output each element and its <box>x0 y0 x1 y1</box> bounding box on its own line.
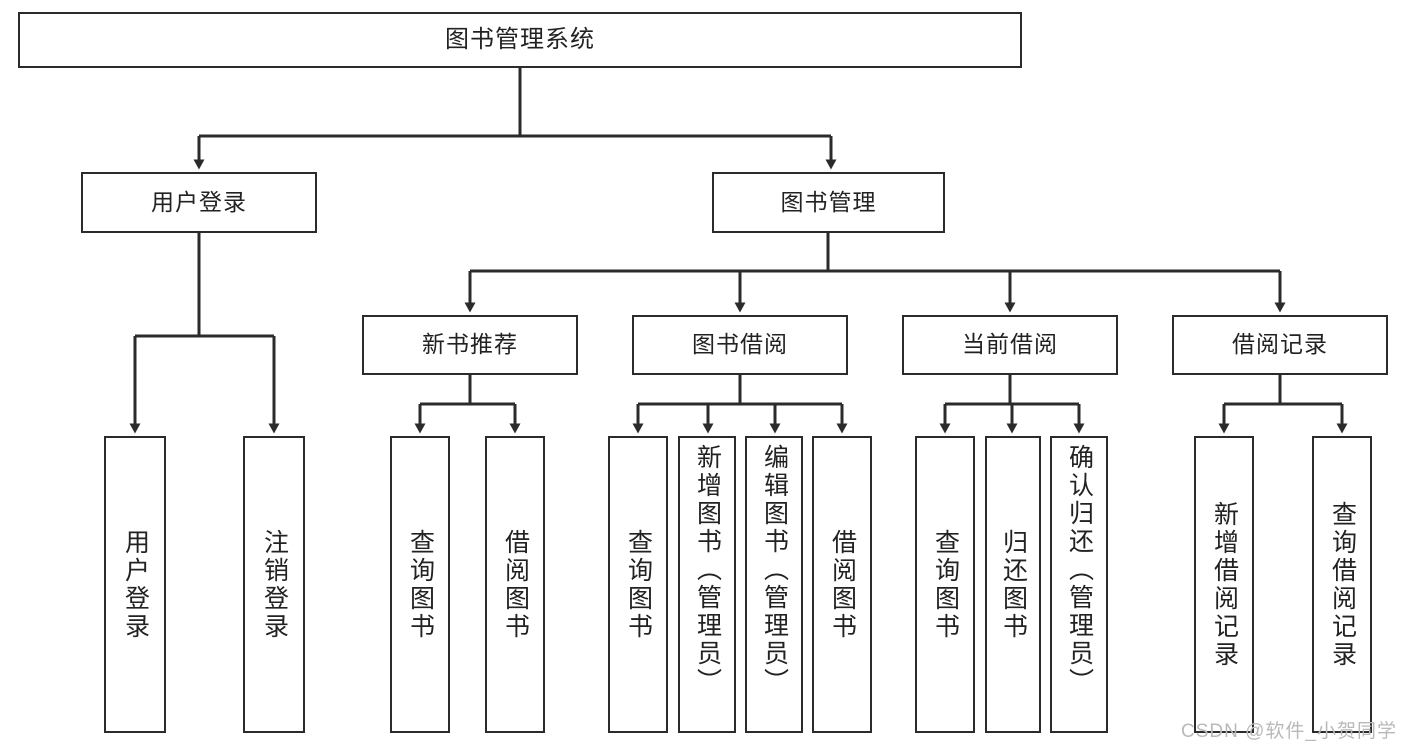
node-leaf-query-book-1-label: 查询图书 <box>406 528 435 641</box>
node-leaf-confirm-return[interactable]: 确认归还（管理员） <box>1050 436 1108 733</box>
node-book-borrow-label: 图书借阅 <box>692 331 788 358</box>
node-leaf-add-book[interactable]: 新增图书（管理员） <box>678 436 736 733</box>
node-leaf-borrow-book-1[interactable]: 借阅图书 <box>485 436 545 733</box>
node-leaf-query-record[interactable]: 查询借阅记录 <box>1312 436 1372 733</box>
node-borrow-record[interactable]: 借阅记录 <box>1172 315 1388 375</box>
node-leaf-borrow-book-1-label: 借阅图书 <box>501 528 530 641</box>
node-root-label: 图书管理系统 <box>445 25 595 53</box>
node-book-management-label: 图书管理 <box>780 188 877 215</box>
node-borrow-record-label: 借阅记录 <box>1232 331 1328 358</box>
node-book-borrow[interactable]: 图书借阅 <box>632 315 848 375</box>
node-leaf-query-book-2[interactable]: 查询图书 <box>608 436 668 733</box>
node-current-borrow[interactable]: 当前借阅 <box>902 315 1118 375</box>
node-leaf-logout-label: 注销登录 <box>260 528 289 641</box>
node-user-login-label: 用户登录 <box>151 188 247 215</box>
node-leaf-query-record-label: 查询借阅记录 <box>1328 500 1357 669</box>
node-new-book-recommend[interactable]: 新书推荐 <box>362 315 578 375</box>
node-leaf-edit-book-label: 编辑图书（管理员） <box>760 444 789 696</box>
node-root[interactable]: 图书管理系统 <box>18 12 1022 68</box>
node-leaf-confirm-return-label: 确认归还（管理员） <box>1065 444 1094 696</box>
node-leaf-query-book-2-label: 查询图书 <box>624 528 653 641</box>
node-leaf-query-book-3-label: 查询图书 <box>931 528 960 641</box>
node-leaf-logout[interactable]: 注销登录 <box>243 436 305 733</box>
node-leaf-user-login-label: 用户登录 <box>121 528 150 641</box>
node-leaf-return-book[interactable]: 归还图书 <box>985 436 1041 733</box>
node-current-borrow-label: 当前借阅 <box>962 331 1058 358</box>
node-leaf-add-record[interactable]: 新增借阅记录 <box>1194 436 1254 733</box>
node-leaf-borrow-book-2-label: 借阅图书 <box>828 528 857 641</box>
node-leaf-query-book-3[interactable]: 查询图书 <box>915 436 975 733</box>
node-leaf-borrow-book-2[interactable]: 借阅图书 <box>812 436 872 733</box>
node-leaf-add-book-label: 新增图书（管理员） <box>693 444 722 696</box>
node-leaf-add-record-label: 新增借阅记录 <box>1210 500 1239 669</box>
watermark: CSDN @软件_小贺同学 <box>1181 721 1397 742</box>
node-leaf-return-book-label: 归还图书 <box>999 528 1028 641</box>
node-leaf-user-login[interactable]: 用户登录 <box>104 436 166 733</box>
node-leaf-edit-book[interactable]: 编辑图书（管理员） <box>745 436 803 733</box>
node-book-management[interactable]: 图书管理 <box>712 172 945 233</box>
node-user-login[interactable]: 用户登录 <box>81 172 317 233</box>
node-new-book-recommend-label: 新书推荐 <box>422 331 518 358</box>
node-leaf-query-book-1[interactable]: 查询图书 <box>390 436 450 733</box>
